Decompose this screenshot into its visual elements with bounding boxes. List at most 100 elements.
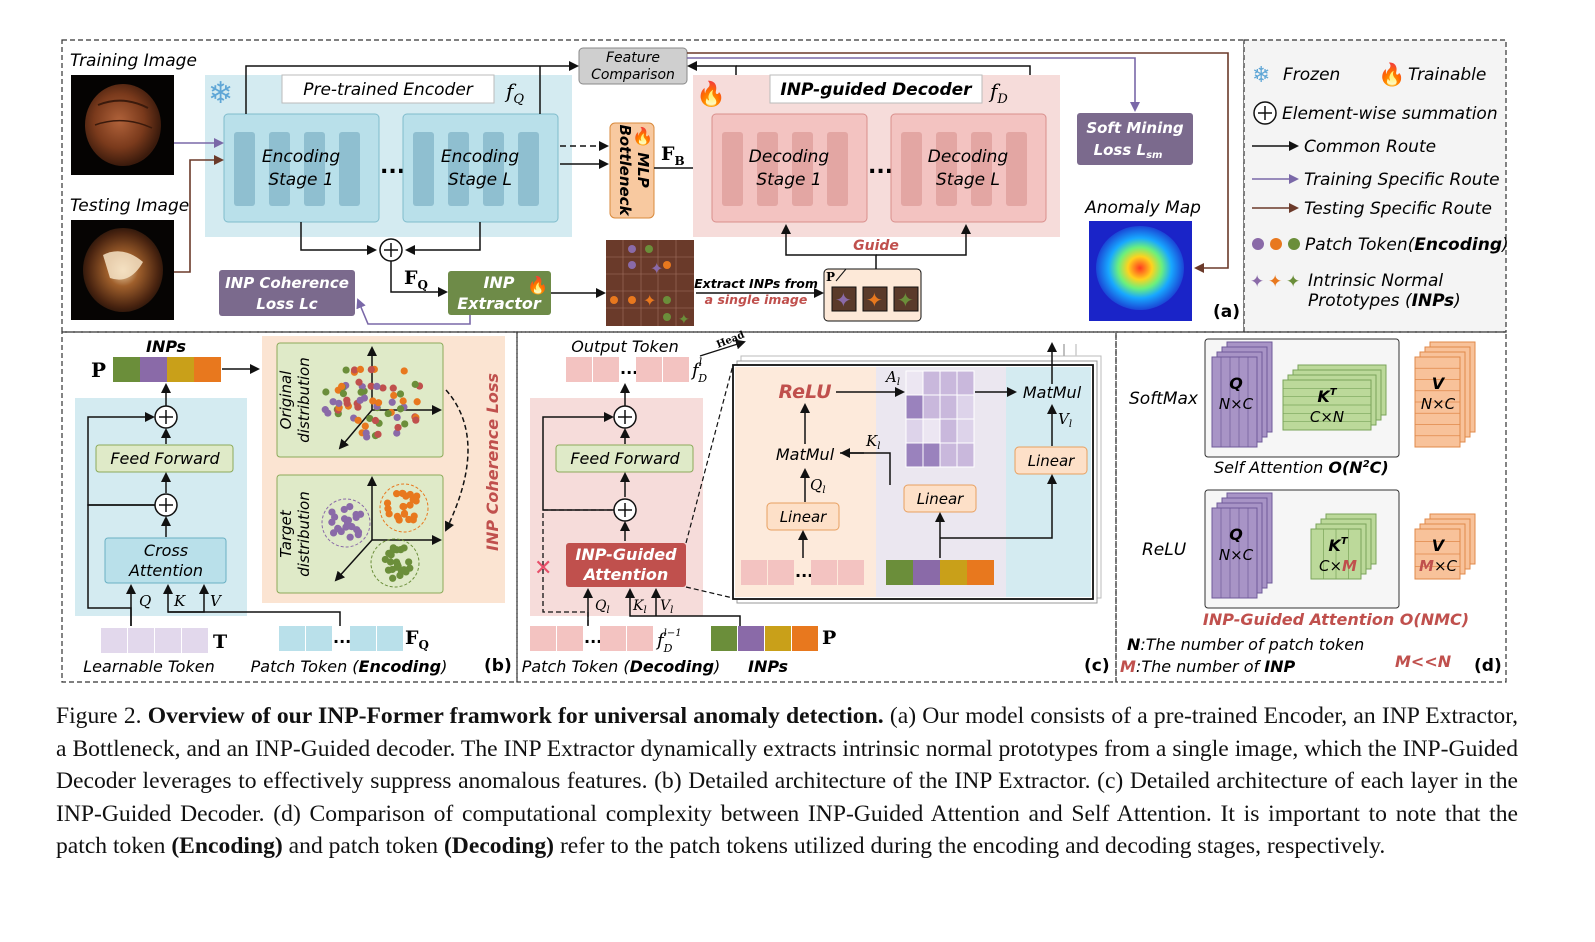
extract-inps-label: Extract INPs from <box>694 276 818 291</box>
v-label: V <box>210 592 223 610</box>
kt-label-2: KT <box>1328 536 1348 555</box>
original-distribution-label: Originaldistribution <box>277 357 313 442</box>
svg-text:✦: ✦ <box>1250 272 1264 292</box>
q-dim: N×C <box>1219 395 1254 413</box>
patch-token-grid <box>606 240 694 326</box>
patch-token-encoding-label: Patch Token (Encoding) <box>251 657 448 676</box>
svg-text:...: ... <box>795 562 813 581</box>
svg-text:✦: ✦ <box>835 288 852 312</box>
v-matrix-stack <box>1414 341 1476 448</box>
q-matrix-stack <box>1211 341 1273 448</box>
mlp-bottleneck-box <box>609 122 655 219</box>
legend-training-route: Training Specific Route <box>1304 170 1500 190</box>
inp-coherence-loss-vertical: INP Coherence Loss <box>483 373 502 551</box>
svg-text:...: ... <box>584 628 602 647</box>
legend-elementwise: Element-wise summation <box>1282 104 1498 124</box>
feed-forward-label: Feed Forward <box>110 449 220 468</box>
svg-text:✦: ✦ <box>897 288 914 312</box>
figure-caption: Figure 2. Overview of our INP-Former fra… <box>56 700 1518 863</box>
patch-token-dots <box>610 245 671 321</box>
matmul-label-2: MatMul <box>1023 383 1082 402</box>
encoder-ellipsis: ... <box>380 154 405 179</box>
svg-text:✦: ✦ <box>643 291 656 310</box>
kt-dim: C×N <box>1310 408 1344 426</box>
q-matrix-stack <box>1211 492 1273 599</box>
original-scatter <box>321 365 424 441</box>
m-lt-n-label: M<<N <box>1395 652 1452 671</box>
fb-label: FB <box>661 143 685 168</box>
ql-label-2: Ql <box>810 476 826 496</box>
target-scatter <box>328 489 421 582</box>
q-dim-2: N×C <box>1219 546 1254 564</box>
snowflake-icon: ❄ <box>1252 63 1270 88</box>
v-matrix-stack <box>1414 513 1476 580</box>
svg-text:✦: ✦ <box>1268 272 1282 292</box>
svg-text:...: ... <box>333 628 351 647</box>
encoder-title: Pre-trained Encoder <box>303 80 474 100</box>
fq-label: FQ <box>404 267 428 292</box>
head-label: Head <box>715 330 746 351</box>
decoder-ellipsis: ... <box>868 154 893 179</box>
panel-d-tag: (d) <box>1474 656 1502 676</box>
matmul-label: MatMul <box>776 445 835 464</box>
q-label-2: Q <box>1229 525 1243 544</box>
attention-matrix <box>905 370 975 468</box>
panel-a-tag: (a) <box>1213 302 1240 322</box>
kt-label: KT <box>1317 387 1337 406</box>
caption-figure-number: Figure 2. <box>56 703 142 729</box>
relu-label-d: ReLU <box>1142 540 1187 560</box>
inp-guided-attention-box <box>566 543 686 587</box>
output-token-label: Output Token <box>571 337 679 356</box>
anomaly-map-heat <box>1096 226 1184 310</box>
caption-text-3: refer to the patch tokens utilized durin… <box>559 833 1386 860</box>
decoder-title-box <box>769 74 983 104</box>
panel-d-frame <box>1115 331 1507 683</box>
p-label: P <box>91 358 106 382</box>
testing-image-label: Testing Image <box>70 196 189 216</box>
caption-text-1: (a) Our model consists of a pre-trained … <box>56 703 1518 860</box>
relu-label: ReLU <box>778 381 832 403</box>
guide-label: Guide <box>853 238 899 254</box>
q-label: Q <box>139 592 151 610</box>
softmax-label: SoftMax <box>1129 389 1199 409</box>
legend-testing-route: Testing Specific Route <box>1304 199 1492 219</box>
cross-mark-icon: ✕ <box>534 556 552 581</box>
self-attention-label: Self Attention O(N2C) <box>1214 458 1389 477</box>
snowflake-icon: ❄ <box>208 76 233 111</box>
v-dim-2: M×C <box>1419 557 1458 575</box>
caption-title: Overview of our INP-Former framwork for … <box>147 703 884 729</box>
al-label: Al <box>884 368 900 388</box>
svg-text:✦: ✦ <box>678 312 690 328</box>
legend-common-route: Common Route <box>1304 137 1436 157</box>
inp-guided-complexity-label: INP-Guided Attention O(NMC) <box>1203 610 1469 629</box>
vl-label-2: Vl <box>1058 410 1072 430</box>
k-label: K <box>173 592 186 610</box>
caption-text-2: and patch token <box>288 833 439 860</box>
m-definition: M:The number of INP <box>1120 657 1296 676</box>
inp-extractor-box <box>448 271 551 315</box>
svg-text:✦: ✦ <box>1286 272 1300 292</box>
p-label: P <box>822 627 836 649</box>
panel-b-tag: (b) <box>484 656 512 676</box>
fire-icon: 🔥 <box>632 126 653 147</box>
svg-text:✦: ✦ <box>866 288 883 312</box>
patch-token-decoding-label: Patch Token (Decoding) <box>522 657 721 676</box>
training-image-label: Training Image <box>70 51 197 71</box>
soft-mining-loss-box <box>1077 113 1193 165</box>
encoder-title-box <box>281 74 495 104</box>
mlp-bottleneck-label: MLPBottleneck <box>616 124 652 216</box>
legend-frozen: Frozen <box>1283 65 1340 85</box>
v-dim: N×C <box>1421 395 1456 413</box>
fire-icon: 🔥 <box>527 275 548 296</box>
kt-dim-2: C×M <box>1319 557 1357 575</box>
caption-bold-2: (Decoding) <box>443 833 555 860</box>
